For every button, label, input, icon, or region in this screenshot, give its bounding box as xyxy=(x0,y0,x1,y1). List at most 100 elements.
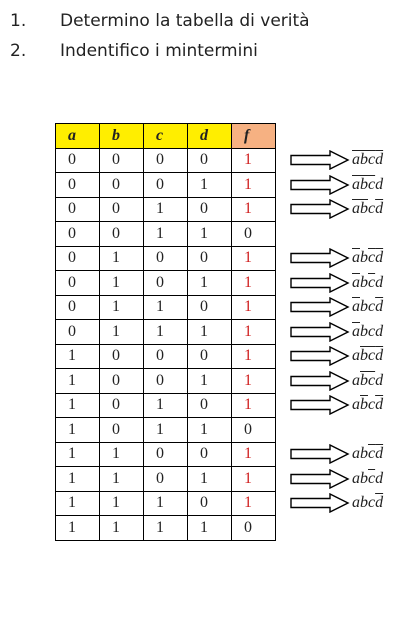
cell-c: 0 xyxy=(143,270,188,296)
cell-b: 1 xyxy=(99,270,144,296)
minterm-variable: c xyxy=(368,322,376,340)
cell-f: 0 xyxy=(231,515,276,541)
minterm-variable: a xyxy=(352,200,360,218)
arrow-icon xyxy=(290,174,350,195)
cell-d: 1 xyxy=(187,172,232,198)
cell-f: 1 xyxy=(231,441,276,467)
minterm-variable: c xyxy=(368,396,376,414)
minterm-variable: d xyxy=(375,273,384,291)
minterm-label: abcd xyxy=(352,445,383,463)
arrow-icon xyxy=(290,248,350,269)
minterm-variable: a xyxy=(352,151,360,169)
minterm-label: abcd xyxy=(352,396,383,414)
cell-f: 1 xyxy=(231,245,276,271)
minterm-label: abcd xyxy=(352,151,383,169)
cell-a: 0 xyxy=(55,245,100,271)
arrow-icon xyxy=(290,468,350,489)
cell-c: 1 xyxy=(143,392,188,418)
minterm-variable: a xyxy=(352,322,360,340)
cell-a: 1 xyxy=(55,343,100,369)
minterm-variable: b xyxy=(360,200,368,218)
cell-d: 0 xyxy=(187,343,232,369)
cell-d: 1 xyxy=(187,368,232,394)
header-f: f xyxy=(231,123,276,149)
header-b: b xyxy=(99,123,144,149)
cell-a: 1 xyxy=(55,392,100,418)
cell-c: 0 xyxy=(143,466,188,492)
cell-c: 1 xyxy=(143,490,188,516)
steps-list: 1. Determino la tabella di verità 2. Ind… xyxy=(10,6,310,66)
cell-f: 1 xyxy=(231,392,276,418)
minterm-variable: b xyxy=(360,371,368,389)
cell-a: 1 xyxy=(55,466,100,492)
cell-d: 1 xyxy=(187,515,232,541)
step-number: 1. xyxy=(10,11,27,31)
cell-a: 0 xyxy=(55,196,100,222)
minterm-label: abcd xyxy=(352,274,383,292)
arrow-icon xyxy=(290,272,350,293)
minterm-variable: c xyxy=(368,494,376,512)
header-a: a xyxy=(55,123,100,149)
cell-c: 0 xyxy=(143,343,188,369)
arrow-icon xyxy=(290,346,350,367)
cell-a: 0 xyxy=(55,172,100,198)
cell-b: 0 xyxy=(99,172,144,198)
cell-c: 1 xyxy=(143,515,188,541)
minterm-variable: d xyxy=(375,200,384,218)
step-item: 1. Determino la tabella di verità xyxy=(10,6,310,36)
minterm-variable: a xyxy=(352,273,360,291)
cell-c: 1 xyxy=(143,294,188,320)
arrow-icon xyxy=(290,444,350,465)
minterm-label: abcd xyxy=(352,323,383,341)
minterm-variable: d xyxy=(375,469,384,487)
cell-b: 1 xyxy=(99,466,144,492)
minterm-variable: d xyxy=(375,249,384,267)
cell-a: 1 xyxy=(55,441,100,467)
minterm-variable: c xyxy=(368,273,376,291)
cell-c: 1 xyxy=(143,417,188,443)
cell-d: 0 xyxy=(187,196,232,222)
minterm-label: abcd xyxy=(352,470,383,488)
arrow-icon xyxy=(290,395,350,416)
minterm-variable: c xyxy=(368,371,376,389)
cell-c: 0 xyxy=(143,147,188,173)
cell-f: 1 xyxy=(231,294,276,320)
cell-b: 0 xyxy=(99,368,144,394)
cell-f: 1 xyxy=(231,343,276,369)
minterm-variable: d xyxy=(375,151,384,169)
minterm-variable: d xyxy=(375,322,384,340)
minterm-variable: a xyxy=(352,445,360,463)
minterm-variable: d xyxy=(375,347,384,365)
arrow-icon xyxy=(290,150,350,171)
minterm-variable: c xyxy=(368,151,376,169)
cell-d: 1 xyxy=(187,221,232,247)
minterm-variable: d xyxy=(375,175,384,193)
arrow-icon xyxy=(290,493,350,514)
cell-a: 1 xyxy=(55,368,100,394)
cell-d: 1 xyxy=(187,417,232,443)
cell-f: 1 xyxy=(231,368,276,394)
cell-c: 0 xyxy=(143,441,188,467)
cell-d: 0 xyxy=(187,490,232,516)
cell-f: 0 xyxy=(231,221,276,247)
minterm-variable: a xyxy=(352,469,360,487)
minterm-variable: a xyxy=(352,249,360,267)
cell-f: 1 xyxy=(231,490,276,516)
cell-b: 0 xyxy=(99,417,144,443)
minterm-variable: a xyxy=(352,396,360,414)
minterm-label: abcd xyxy=(352,176,383,194)
minterm-variable: b xyxy=(360,298,368,316)
cell-f: 1 xyxy=(231,466,276,492)
cell-c: 1 xyxy=(143,196,188,222)
